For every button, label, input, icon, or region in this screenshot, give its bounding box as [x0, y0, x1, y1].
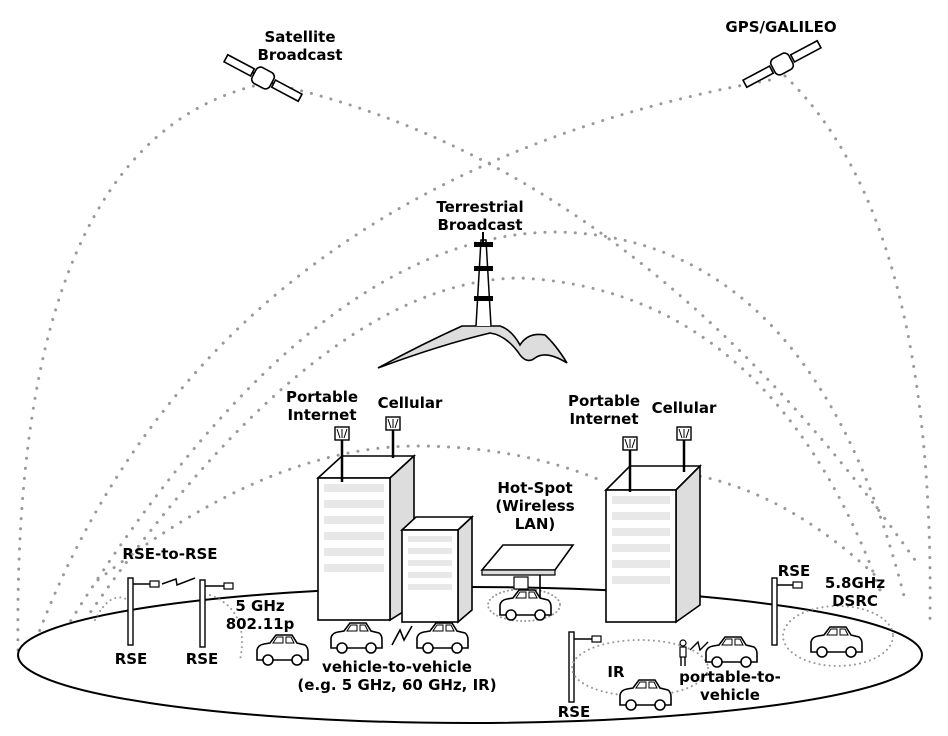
- cellular-coverage-arc-right: [628, 468, 882, 582]
- gps-satellite-icon: [741, 39, 823, 89]
- satellite-icon: [222, 53, 304, 103]
- coverage-arcs: [16, 74, 932, 652]
- rse-coverage-area: [94, 596, 129, 621]
- building-icon: [399, 515, 475, 624]
- terrestrial-coverage-arc: [58, 230, 907, 640]
- gps-coverage-arc-right: [783, 74, 932, 622]
- satellite-coverage-arc-right: [280, 84, 917, 562]
- hotspot-access-point-icon: [480, 544, 575, 622]
- rse-label: RSE: [557, 703, 591, 721]
- roadside-unit-icon: [199, 579, 234, 648]
- pedestrian-icon: [679, 639, 687, 666]
- roadside-unit-icon: [127, 577, 160, 646]
- ir-label: IR: [607, 663, 625, 681]
- rse-label: RSE: [777, 562, 811, 580]
- rse-label: RSE: [114, 650, 148, 668]
- roadside-unit-icon: [771, 577, 803, 646]
- antenna-icon: [385, 416, 401, 458]
- mountain-icon: [377, 325, 568, 369]
- rse-label: RSE: [185, 650, 219, 668]
- gps-galileo-label: GPS/GALILEO: [725, 18, 837, 36]
- satellite-coverage-arc: [16, 82, 264, 652]
- gps-coverage-arc-left: [34, 78, 772, 642]
- building-icon: [315, 454, 417, 622]
- portable-to-vehicle-label: portable-to-vehicle: [679, 668, 781, 704]
- broadcast-tower-icon: [474, 232, 493, 327]
- lightning-link-icon: [161, 577, 196, 587]
- antenna-icon: [334, 426, 350, 482]
- right-cellular-label: Cellular: [651, 399, 717, 417]
- vehicle-to-vehicle-label: vehicle-to-vehicle(e.g. 5 GHz, 60 GHz, I…: [297, 658, 497, 694]
- lightning-link-icon: [689, 640, 709, 652]
- rse-to-rse-label: RSE-to-RSE: [122, 545, 218, 563]
- antenna-icon: [622, 436, 638, 492]
- dsrc-coverage-area: [782, 605, 894, 667]
- antenna-icon: [676, 426, 692, 472]
- building-icon: [604, 464, 702, 624]
- ir-coverage-area: [571, 639, 709, 697]
- lightning-link-icon: [391, 625, 413, 646]
- left-cellular-label: Cellular: [377, 394, 443, 412]
